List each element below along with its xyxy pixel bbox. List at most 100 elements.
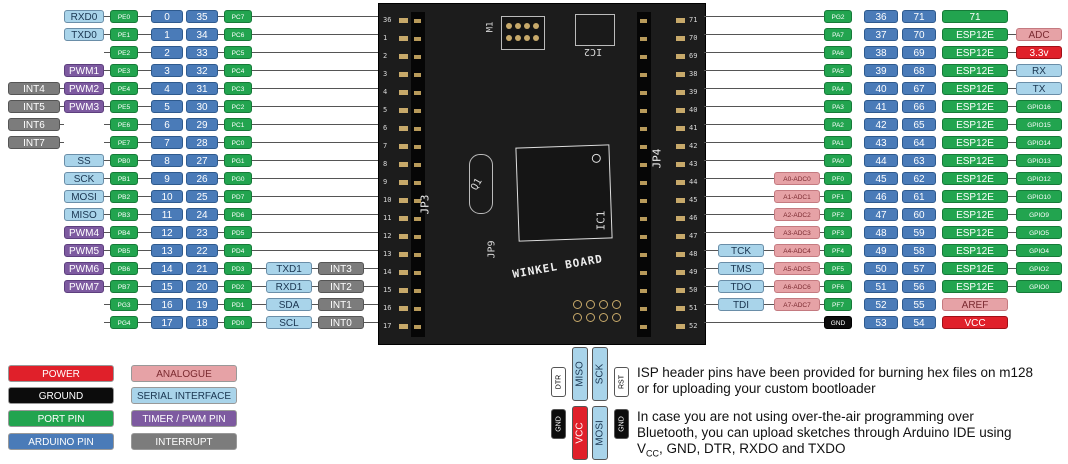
leader-line — [252, 124, 378, 125]
leader-line — [138, 88, 151, 89]
isp-mosi: MOSI — [592, 406, 608, 460]
port-pin-label: PA7 — [824, 28, 852, 41]
leader-line — [704, 286, 718, 287]
leader-line — [1008, 106, 1016, 107]
port-pin-label: ESP12E — [942, 28, 1008, 41]
serial-label: TXD0 — [64, 28, 104, 41]
header-pin — [640, 199, 647, 203]
leader-line — [820, 286, 824, 287]
arduino-pin-label: 47 — [864, 208, 898, 221]
header-pin-label: 60 — [902, 208, 936, 221]
leader-line — [820, 178, 824, 179]
isp-hole — [573, 313, 582, 322]
serial-label: RXD0 — [64, 10, 104, 23]
leader-line — [218, 304, 224, 305]
leader-line — [104, 106, 110, 107]
leader-line — [704, 142, 824, 143]
arduino-pin-label: 38 — [864, 46, 898, 59]
port-pin-label: PD3 — [224, 262, 252, 275]
arduino-pin-label: 0 — [151, 10, 183, 23]
leader-line — [104, 142, 110, 143]
leader-line — [252, 322, 266, 323]
pad — [399, 270, 408, 275]
jtag-label: TDO — [718, 280, 764, 293]
gpio-label: RX — [1016, 64, 1062, 77]
header-pin-label: 59 — [902, 226, 936, 239]
arduino-pin-label: 49 — [864, 244, 898, 257]
leader-line — [704, 16, 824, 17]
pin-number: 52 — [689, 322, 698, 330]
header-pin-label: 70 — [902, 28, 936, 41]
interrupt-label: INT3 — [318, 262, 364, 275]
port-pin-label: PG3 — [110, 298, 138, 311]
leader-line — [1008, 196, 1016, 197]
leader-line — [252, 304, 266, 305]
leader-line — [138, 52, 151, 53]
leader-line — [704, 160, 824, 161]
header-pin — [640, 91, 647, 95]
pad — [676, 36, 685, 41]
leader-line — [312, 304, 318, 305]
leader-line — [138, 196, 151, 197]
leader-line — [704, 232, 824, 233]
leader-line — [1008, 88, 1016, 89]
leader-line — [138, 232, 151, 233]
legend-arduino-pin: ARDUINO PIN — [8, 433, 114, 450]
legend-interrupt: INTERRUPT — [131, 433, 237, 450]
port-pin-label: ESP12E — [942, 64, 1008, 77]
pad — [399, 126, 408, 131]
upload-note-line2: Bluetooth, you can upload sketches throu… — [637, 425, 1012, 440]
header-pin-label: 34 — [186, 28, 218, 41]
leader-line — [104, 124, 110, 125]
serial-label: SS — [64, 154, 104, 167]
leader-line — [252, 160, 378, 161]
header-pin — [640, 37, 647, 41]
header-pin — [640, 307, 647, 311]
interrupt-label: INT6 — [8, 118, 60, 131]
port-pin-label: PC6 — [224, 28, 252, 41]
arduino-pin-label: 44 — [864, 154, 898, 167]
port-pin-label: PE6 — [110, 118, 138, 131]
leader-line — [704, 124, 824, 125]
pad — [399, 216, 408, 221]
leader-line — [104, 196, 110, 197]
pad — [676, 126, 685, 131]
leader-line — [218, 196, 224, 197]
port-pin-label: PA1 — [824, 136, 852, 149]
header-pin-label: 64 — [902, 136, 936, 149]
interrupt-label: INT2 — [318, 280, 364, 293]
isp-note-line2: or for uploading your custom bootloader — [637, 381, 876, 396]
leader-line — [60, 106, 64, 107]
port-pin-label: ESP12E — [942, 136, 1008, 149]
arduino-pin-label: 11 — [151, 208, 183, 221]
pad — [676, 198, 685, 203]
gpio-label: TX — [1016, 82, 1062, 95]
leader-line — [218, 178, 224, 179]
leader-line — [104, 88, 110, 89]
header-pin — [414, 271, 421, 275]
isp-miso: MISO — [572, 347, 588, 401]
pad — [399, 252, 408, 257]
upload-note: In case you are not using over-the-air p… — [637, 409, 1012, 462]
jp3-label: JP3 — [418, 194, 432, 215]
pad — [399, 324, 408, 329]
analog-pin-label: A3-ADC3 — [774, 226, 820, 239]
leader-line — [104, 52, 110, 53]
port-pin-label: ESP12E — [942, 172, 1008, 185]
gpio-label: GPIO0 — [1016, 280, 1062, 293]
header-pin — [640, 253, 647, 257]
ic1-label: IC1 — [594, 210, 608, 231]
interrupt-label: INT7 — [8, 136, 60, 149]
arduino-pin-label: 40 — [864, 82, 898, 95]
leader-line — [364, 268, 378, 269]
pad — [399, 54, 408, 59]
pin-number: 8 — [383, 160, 388, 168]
gpio-label: GPIO2 — [1016, 262, 1062, 275]
port-pin-label: PB4 — [110, 226, 138, 239]
port-pin-label: PD5 — [224, 226, 252, 239]
port-pin-label: PB0 — [110, 154, 138, 167]
isp-note-line1: ISP header pins have been provided for b… — [637, 365, 1034, 380]
pin-number: 46 — [689, 214, 698, 222]
arduino-pin-label: 45 — [864, 172, 898, 185]
leader-line — [1008, 286, 1016, 287]
